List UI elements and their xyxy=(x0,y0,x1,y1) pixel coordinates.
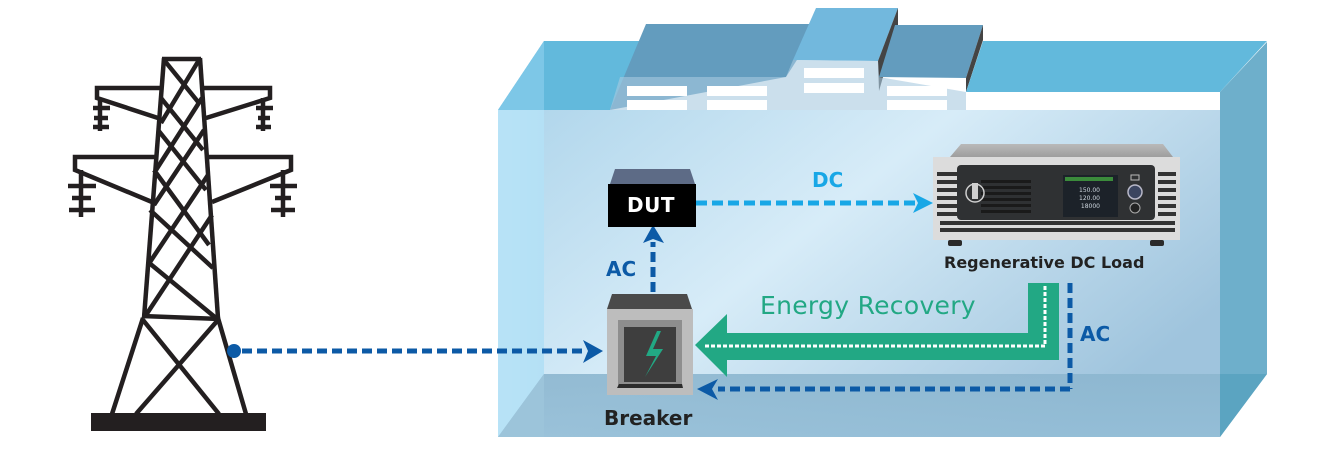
regenerative-dc-load-label: Regenerative DC Load xyxy=(944,253,1145,272)
breaker-to-dut-connection xyxy=(643,225,664,292)
grid-to-breaker-connection xyxy=(227,340,603,363)
energy-recovery-arrow xyxy=(695,283,1059,377)
ac-to-dut-label: AC xyxy=(606,257,637,281)
breaker-box xyxy=(607,294,693,395)
power-tower-icon xyxy=(68,56,297,416)
regenerative-dc-load-device: 150.00 120.00 18000 xyxy=(933,144,1180,246)
load-reading-3: 18000 xyxy=(1081,203,1100,210)
breaker-label: Breaker xyxy=(604,406,693,430)
ac-return-label: AC xyxy=(1080,322,1111,346)
dc-connection-label: DC xyxy=(812,168,844,192)
dut-label: DUT xyxy=(627,193,675,217)
lightning-icon xyxy=(645,331,663,377)
tower-base xyxy=(91,413,266,431)
load-to-breaker-connection xyxy=(697,283,1073,400)
building-windows xyxy=(627,68,947,110)
energy-recovery-label: Energy Recovery xyxy=(760,291,976,320)
dut-to-load-connection xyxy=(696,193,933,213)
dut-box xyxy=(608,169,696,227)
load-reading-1: 150.00 xyxy=(1079,187,1100,194)
load-reading-2: 120.00 xyxy=(1079,195,1100,202)
